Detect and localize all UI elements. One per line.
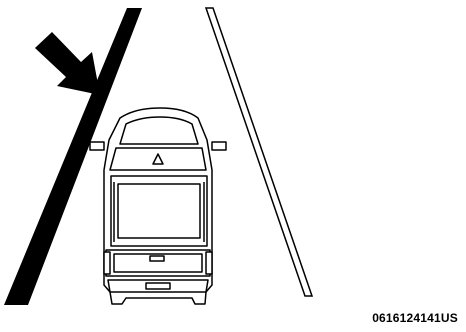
right-lane-line: [206, 8, 312, 296]
arrow-icon: [35, 32, 100, 95]
truck-icon: [90, 108, 226, 304]
figure-code: 0616124141US: [372, 311, 458, 325]
